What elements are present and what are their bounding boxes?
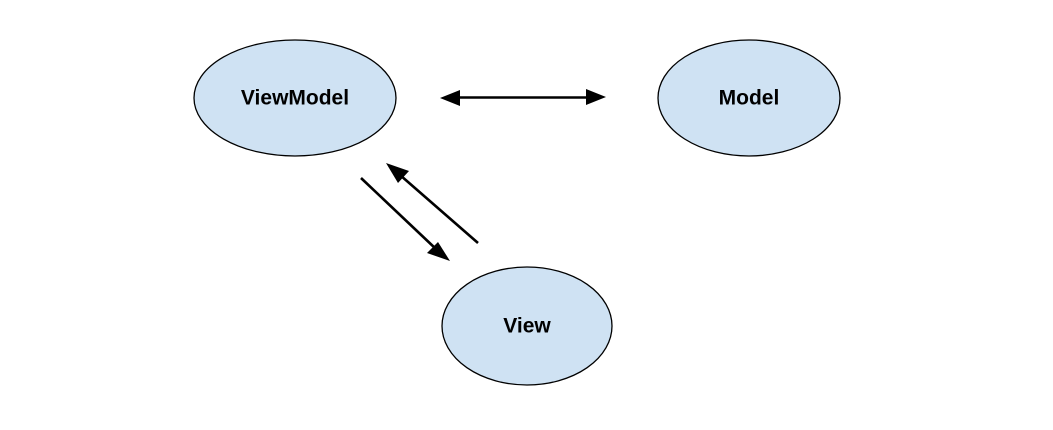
node-viewmodel-shape (193, 39, 397, 157)
arrowhead-right (586, 89, 606, 105)
edge-view-to-viewmodel (386, 163, 479, 244)
edge-viewmodel-to-view (360, 177, 450, 261)
node-viewmodel-label: ViewModel (241, 87, 349, 110)
edge-view-to-viewmodel-line (399, 174, 479, 244)
node-view-label: View (503, 315, 551, 338)
edge-viewmodel-model (440, 89, 606, 106)
node-view-shape (441, 266, 613, 386)
edge-viewmodel-to-view-line (360, 177, 437, 250)
node-model-shape (657, 39, 841, 157)
node-model: Model (657, 39, 841, 157)
arrowhead-to-view (427, 242, 450, 261)
arrowhead-to-viewmodel (386, 163, 409, 183)
node-viewmodel: ViewModel (193, 39, 397, 157)
node-view: View (441, 266, 613, 386)
node-model-label: Model (719, 87, 780, 110)
arrowhead-left (440, 90, 460, 106)
